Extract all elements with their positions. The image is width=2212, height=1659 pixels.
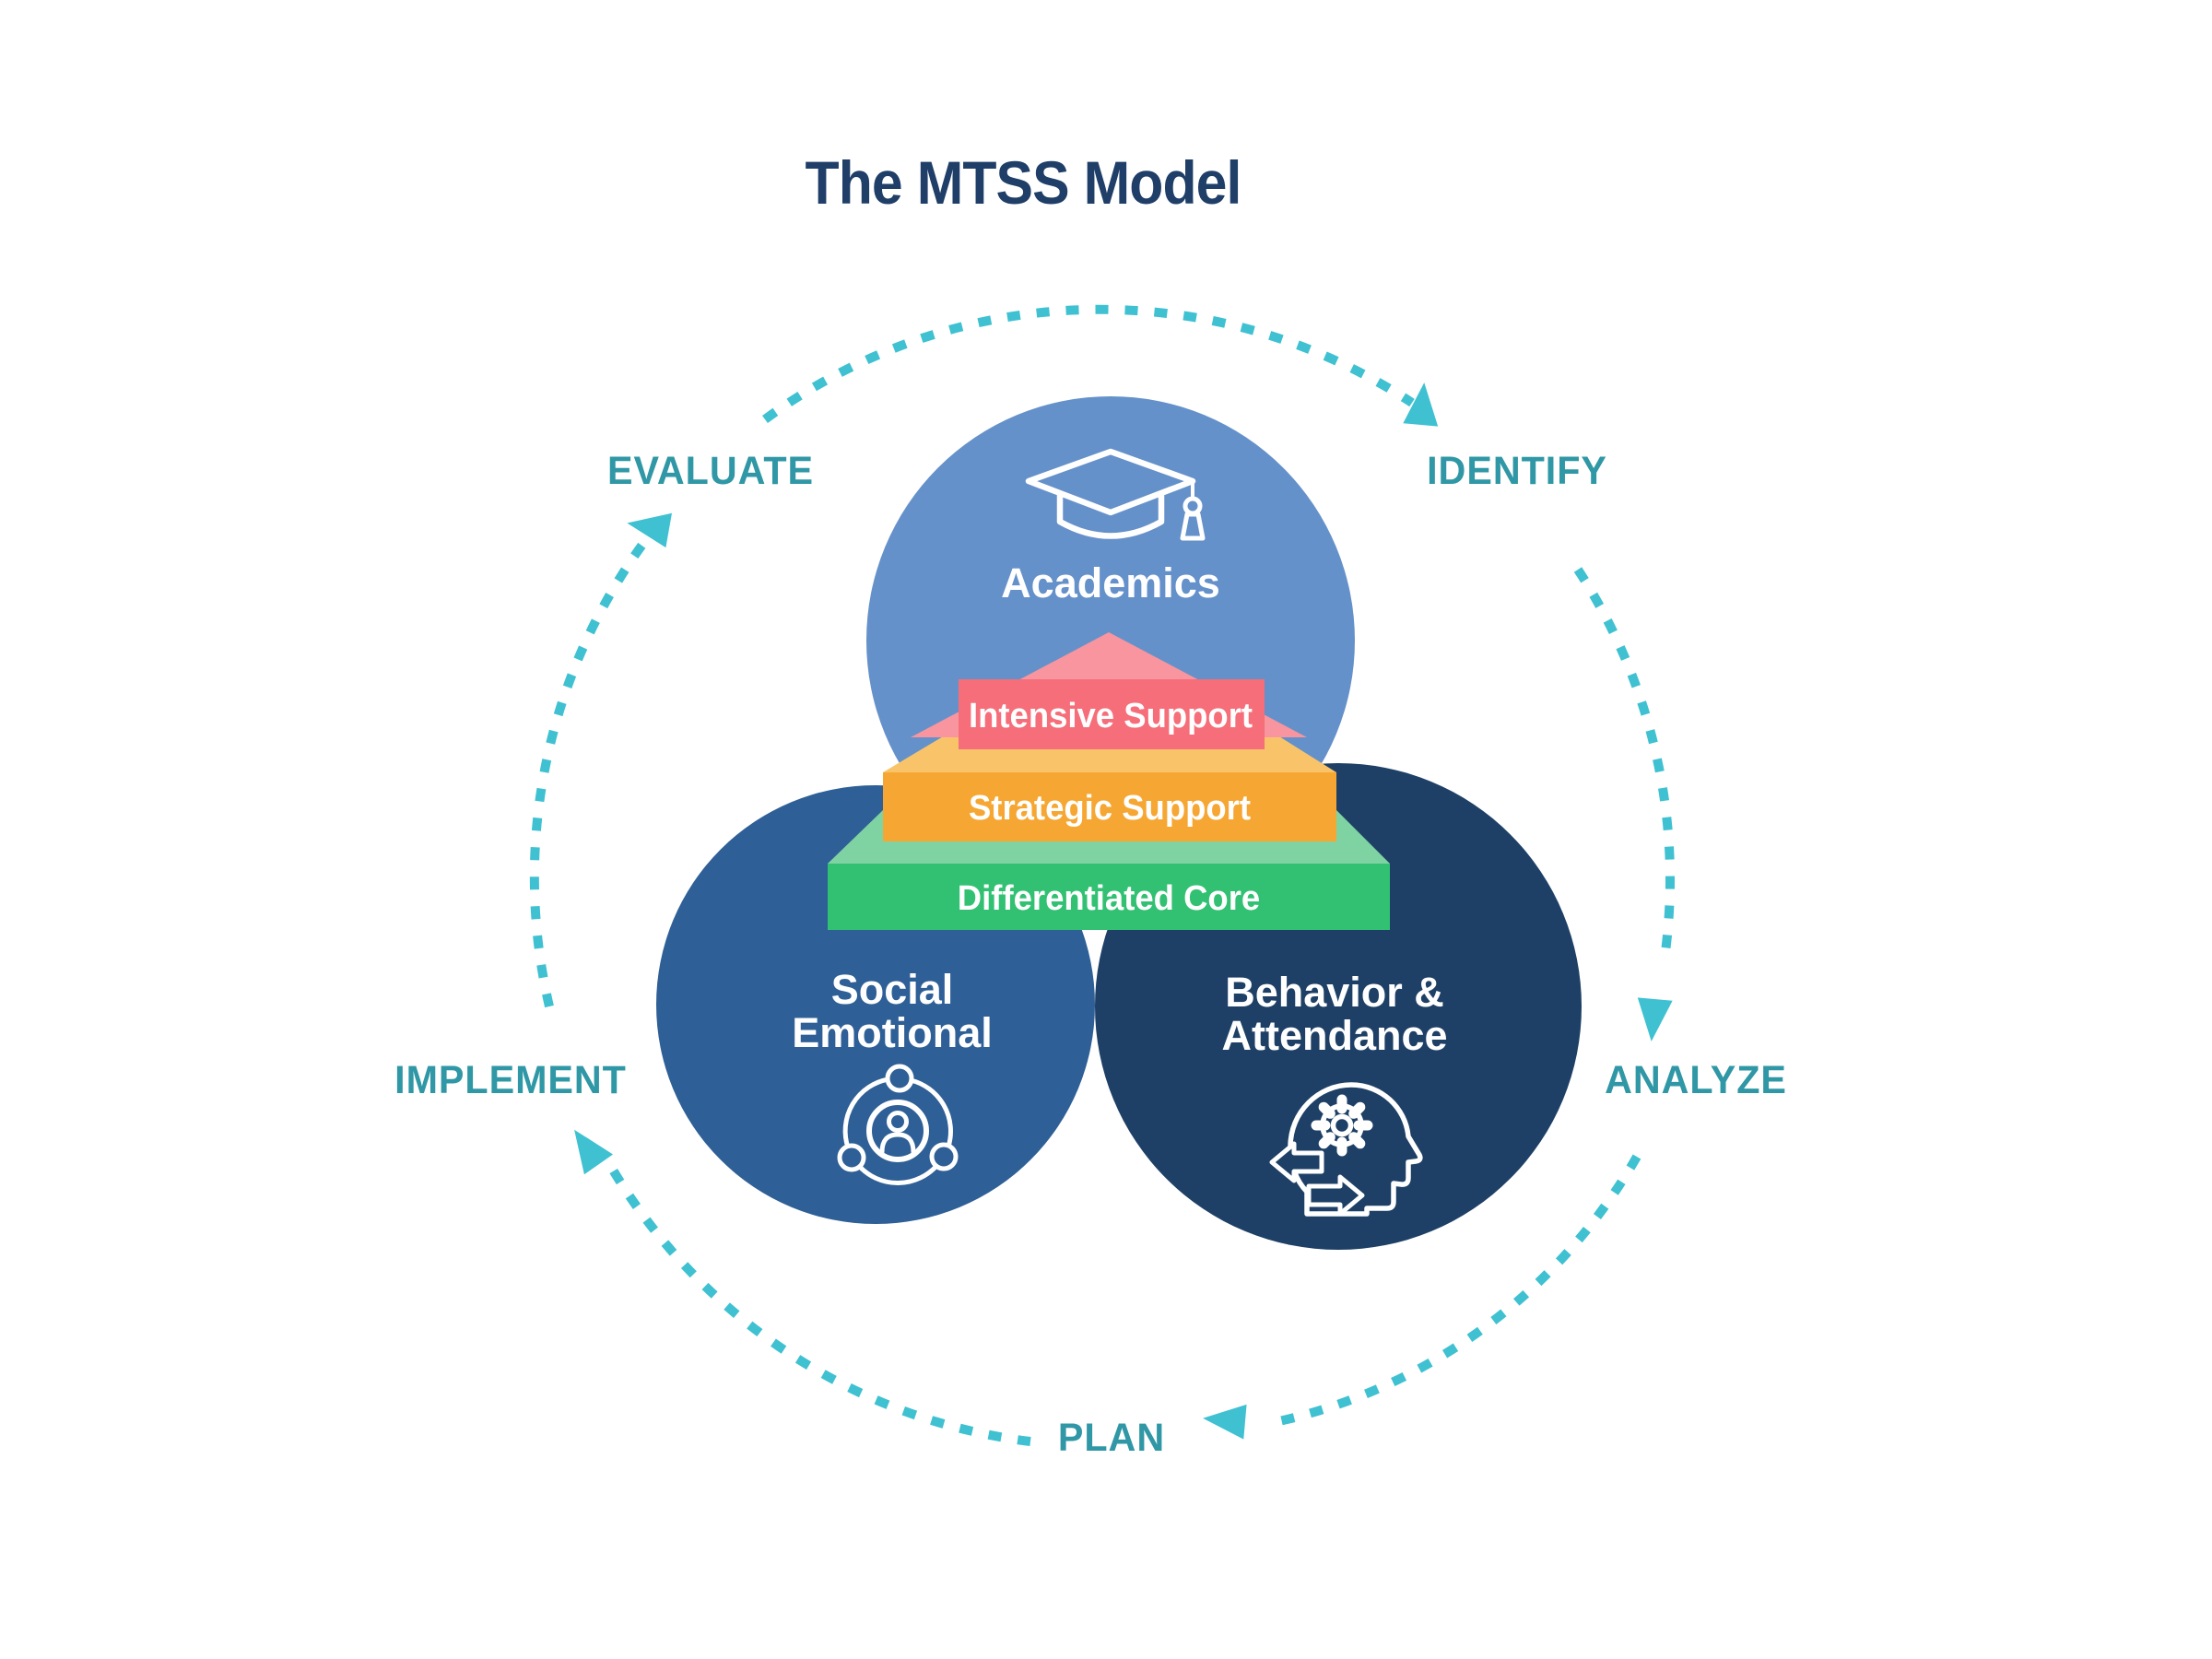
community-icon xyxy=(837,1064,959,1186)
arrowhead-plan-icon xyxy=(1203,1404,1247,1440)
cycle-step-analyze: ANALYZE xyxy=(1605,1058,1787,1102)
arc-plan-to-implement xyxy=(599,1151,1031,1446)
arrowhead-evaluate-icon xyxy=(627,512,672,548)
support-pyramid xyxy=(828,632,1390,930)
cycle-step-identify: IDENTIFY xyxy=(1427,449,1607,493)
cycle-step-evaluate: EVALUATE xyxy=(606,449,815,493)
tier-face-intensive-support xyxy=(959,679,1265,749)
arc-analyze-to-plan xyxy=(1277,1154,1641,1426)
tier-label-differentiated-core: Differentiated Core xyxy=(957,879,1261,918)
cycle-arrowheads xyxy=(574,382,1673,1440)
arc-identify-to-analyze xyxy=(1573,567,1675,959)
tier-face-strategic-support xyxy=(883,772,1336,841)
domain-label-line: Behavior & xyxy=(1225,969,1444,1016)
domain-label-behavior-attendance: Behavior & Attendance xyxy=(1221,971,1447,1058)
page-title: The MTSS Model xyxy=(805,148,1242,217)
domain-label-line: Emotional xyxy=(792,1008,993,1056)
cycle-arcs xyxy=(529,304,1675,1446)
arrow-right-icon xyxy=(1306,1174,1365,1217)
arc-implement-to-evaluate xyxy=(529,518,664,1008)
arrow-left-icon xyxy=(1269,1141,1324,1183)
head-gear-icon xyxy=(1269,1082,1423,1217)
graduation-cap-icon xyxy=(1025,448,1206,541)
domain-label-line: Attendance xyxy=(1221,1011,1448,1059)
tier-face-differentiated-core xyxy=(828,864,1390,930)
arrowhead-analyze-icon xyxy=(1637,997,1673,1041)
tier-label-strategic-support: Strategic Support xyxy=(968,789,1252,828)
cycle-step-plan: PLAN xyxy=(1057,1416,1166,1460)
domain-label-academics: Academics xyxy=(1001,559,1220,606)
domain-label-social-emotional: Social Emotional xyxy=(792,966,993,1056)
arrowhead-identify-icon xyxy=(1403,382,1439,427)
arrowhead-implement-icon xyxy=(574,1129,614,1175)
domain-label-line: Social xyxy=(830,966,954,1013)
tier-label-intensive-support: Intensive Support xyxy=(968,697,1253,735)
cycle-step-implement: IMPLEMENT xyxy=(394,1058,627,1102)
